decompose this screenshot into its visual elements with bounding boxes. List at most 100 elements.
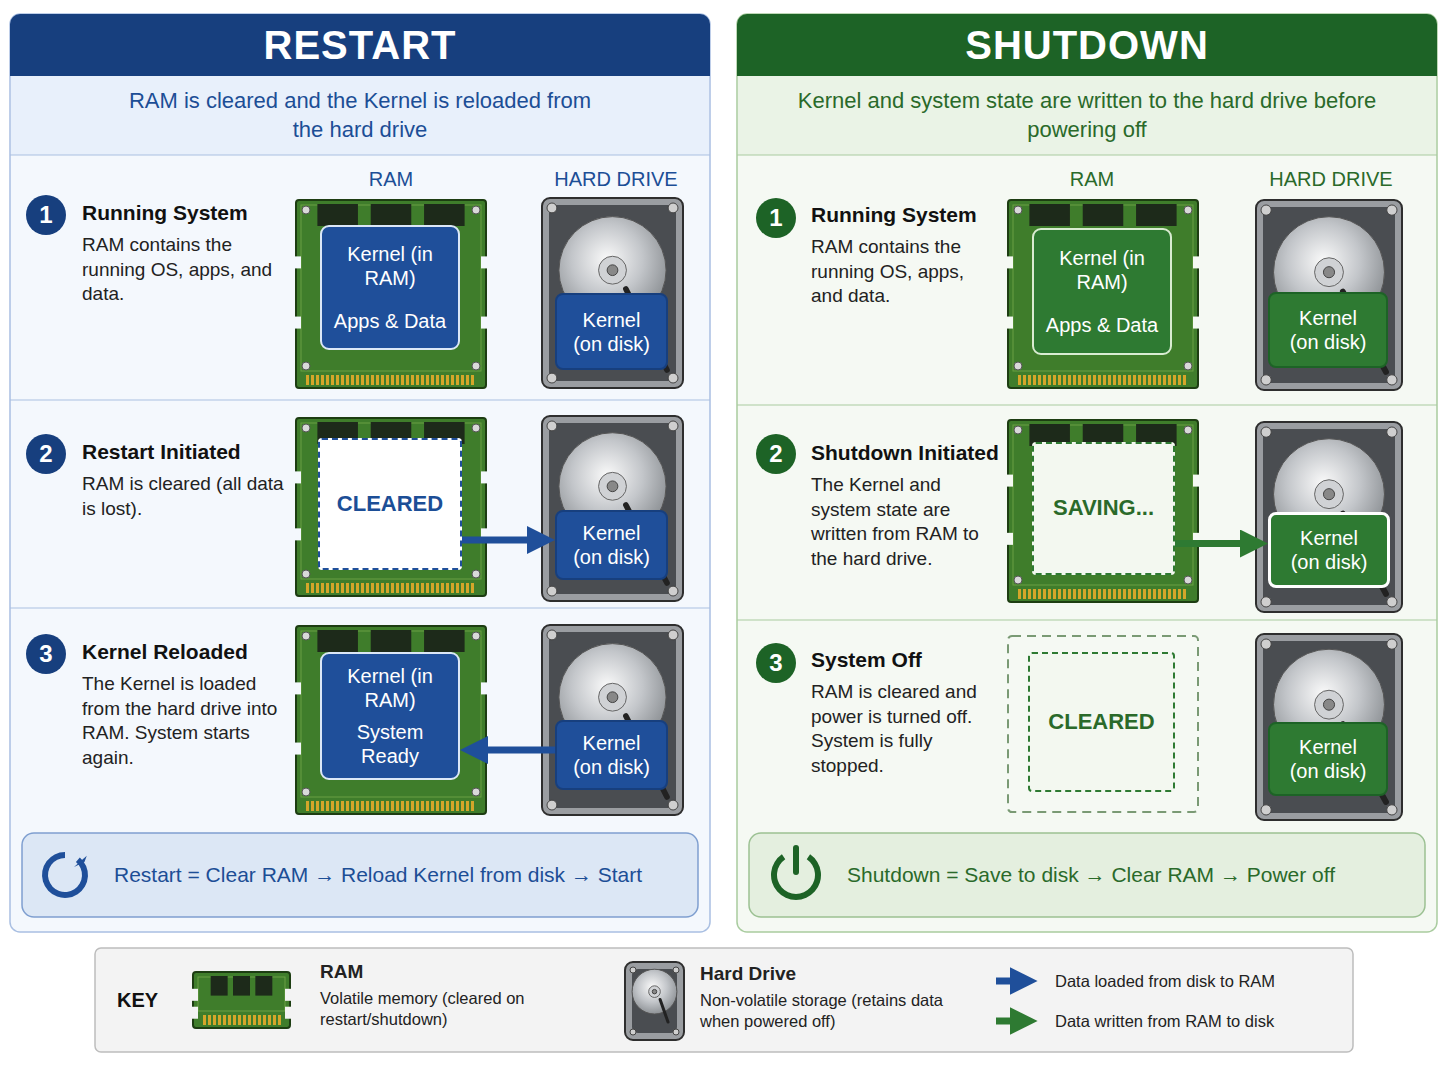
disk-kernel-box: Kernel (on disk) [1268, 512, 1390, 588]
ram-contact [306, 801, 309, 811]
ram-contact [421, 801, 424, 811]
ram-contact [1083, 375, 1086, 385]
box-text: System Ready [326, 720, 454, 768]
ram-contact [316, 583, 319, 593]
header-band [737, 14, 1437, 76]
box-text: Kernel (on disk) [1285, 735, 1371, 783]
ram-contact [436, 375, 439, 385]
hard-drive [1256, 422, 1402, 612]
ram-notch [1006, 475, 1013, 487]
ram-contact [336, 801, 339, 811]
ram-notch [1193, 317, 1200, 329]
ram-contact [321, 801, 324, 811]
ram-contact [1058, 375, 1061, 385]
ram-contact [1028, 589, 1031, 599]
drive-screw [547, 630, 557, 640]
drive-screw [673, 967, 679, 973]
ram-contact [421, 583, 424, 593]
ram-chip [233, 976, 250, 996]
ram-state-box: CLEARED [318, 438, 462, 570]
ram-module [191, 972, 292, 1028]
ram-contact [456, 375, 459, 385]
ram-hole [302, 206, 310, 214]
ram-notch [191, 1007, 198, 1019]
ram-contact [451, 801, 454, 811]
ram-contact [466, 375, 469, 385]
ram-contact [456, 583, 459, 593]
ram-hole [1184, 362, 1192, 370]
ram-contact [366, 583, 369, 593]
drive-hub [1315, 480, 1344, 509]
step-number-circle: 3 [756, 643, 796, 683]
step-heading: Kernel Reloaded [82, 640, 287, 664]
ram-content-box: Kernel (in RAM)Apps & Data [320, 225, 460, 350]
ram-contact [436, 583, 439, 593]
drive-spindle [1323, 267, 1334, 278]
ram-hole [472, 206, 480, 214]
drive-hub [599, 683, 627, 711]
ram-trace [1013, 205, 1193, 371]
ram-module [1006, 420, 1200, 602]
step-heading: Shutdown Initiated [811, 441, 999, 465]
legend-text: Hard Drive [700, 962, 796, 987]
box-text: Apps & Data [334, 309, 446, 333]
drive-screw [630, 967, 636, 973]
ram-contact [461, 375, 464, 385]
ram-notch [481, 317, 488, 329]
drive-screw [547, 203, 557, 213]
drive-arm [660, 999, 668, 1022]
row-divider [10, 399, 710, 400]
drive-screw [668, 586, 678, 596]
ram-chip [371, 204, 412, 226]
ram-notch [191, 989, 198, 1001]
row-divider [737, 154, 1437, 155]
ram-notch [1193, 475, 1200, 487]
subtitle-band [11, 76, 709, 155]
ram-contact [1108, 375, 1111, 385]
ram-contact [431, 801, 434, 811]
ram-contact [233, 1015, 236, 1025]
step-description: RAM is cleared and power is turned off. … [811, 680, 999, 779]
ram-trace [1013, 425, 1193, 585]
ram-contact [406, 801, 409, 811]
step-number: 3 [769, 649, 782, 678]
ram-contact [441, 375, 444, 385]
hard-drive [1256, 634, 1402, 820]
ram-contact [1098, 375, 1101, 385]
ram-contact [1083, 589, 1086, 599]
ram-content-box: Kernel (in RAM)Apps & Data [1032, 228, 1172, 355]
step-number-circle: 2 [756, 434, 796, 474]
step-row: Kernel ReloadedThe Kernel is loaded from… [10, 608, 710, 828]
restart-arrowhead [74, 856, 87, 867]
row-divider [737, 619, 1437, 620]
ram-contact [1183, 375, 1186, 385]
ram-contact [466, 801, 469, 811]
step-number-circle: 2 [26, 434, 66, 474]
legend-entry: Volatile memory (cleared on restart/shut… [320, 988, 580, 1031]
key-title: KEY [117, 988, 158, 1012]
ram-contact [471, 375, 474, 385]
step-number: 2 [39, 440, 52, 469]
ram-hole [1184, 576, 1192, 584]
column-label: RAM [992, 168, 1192, 191]
ram-contact [1143, 375, 1146, 385]
hard-drive [542, 198, 683, 388]
ram-contact [466, 583, 469, 593]
ram-contact [416, 801, 419, 811]
drive-case [542, 416, 683, 601]
row-divider [737, 404, 1437, 405]
summary-bar: Restart = Clear RAM → Reload Kernel from… [22, 833, 698, 917]
ram-contact [1128, 375, 1131, 385]
ram-state-box: SAVING... [1032, 442, 1175, 575]
step-number: 1 [769, 204, 782, 233]
ram-chip [424, 204, 465, 226]
ram-contact [411, 801, 414, 811]
ram-hole [1014, 362, 1022, 370]
ram-contact [406, 375, 409, 385]
step-description: The Kernel and system state are written … [811, 473, 999, 572]
ram-contact [228, 1015, 231, 1025]
ram-trace [301, 205, 481, 371]
ram-contact [218, 1015, 221, 1025]
ram-contact [1163, 589, 1166, 599]
ram-contact [1043, 375, 1046, 385]
